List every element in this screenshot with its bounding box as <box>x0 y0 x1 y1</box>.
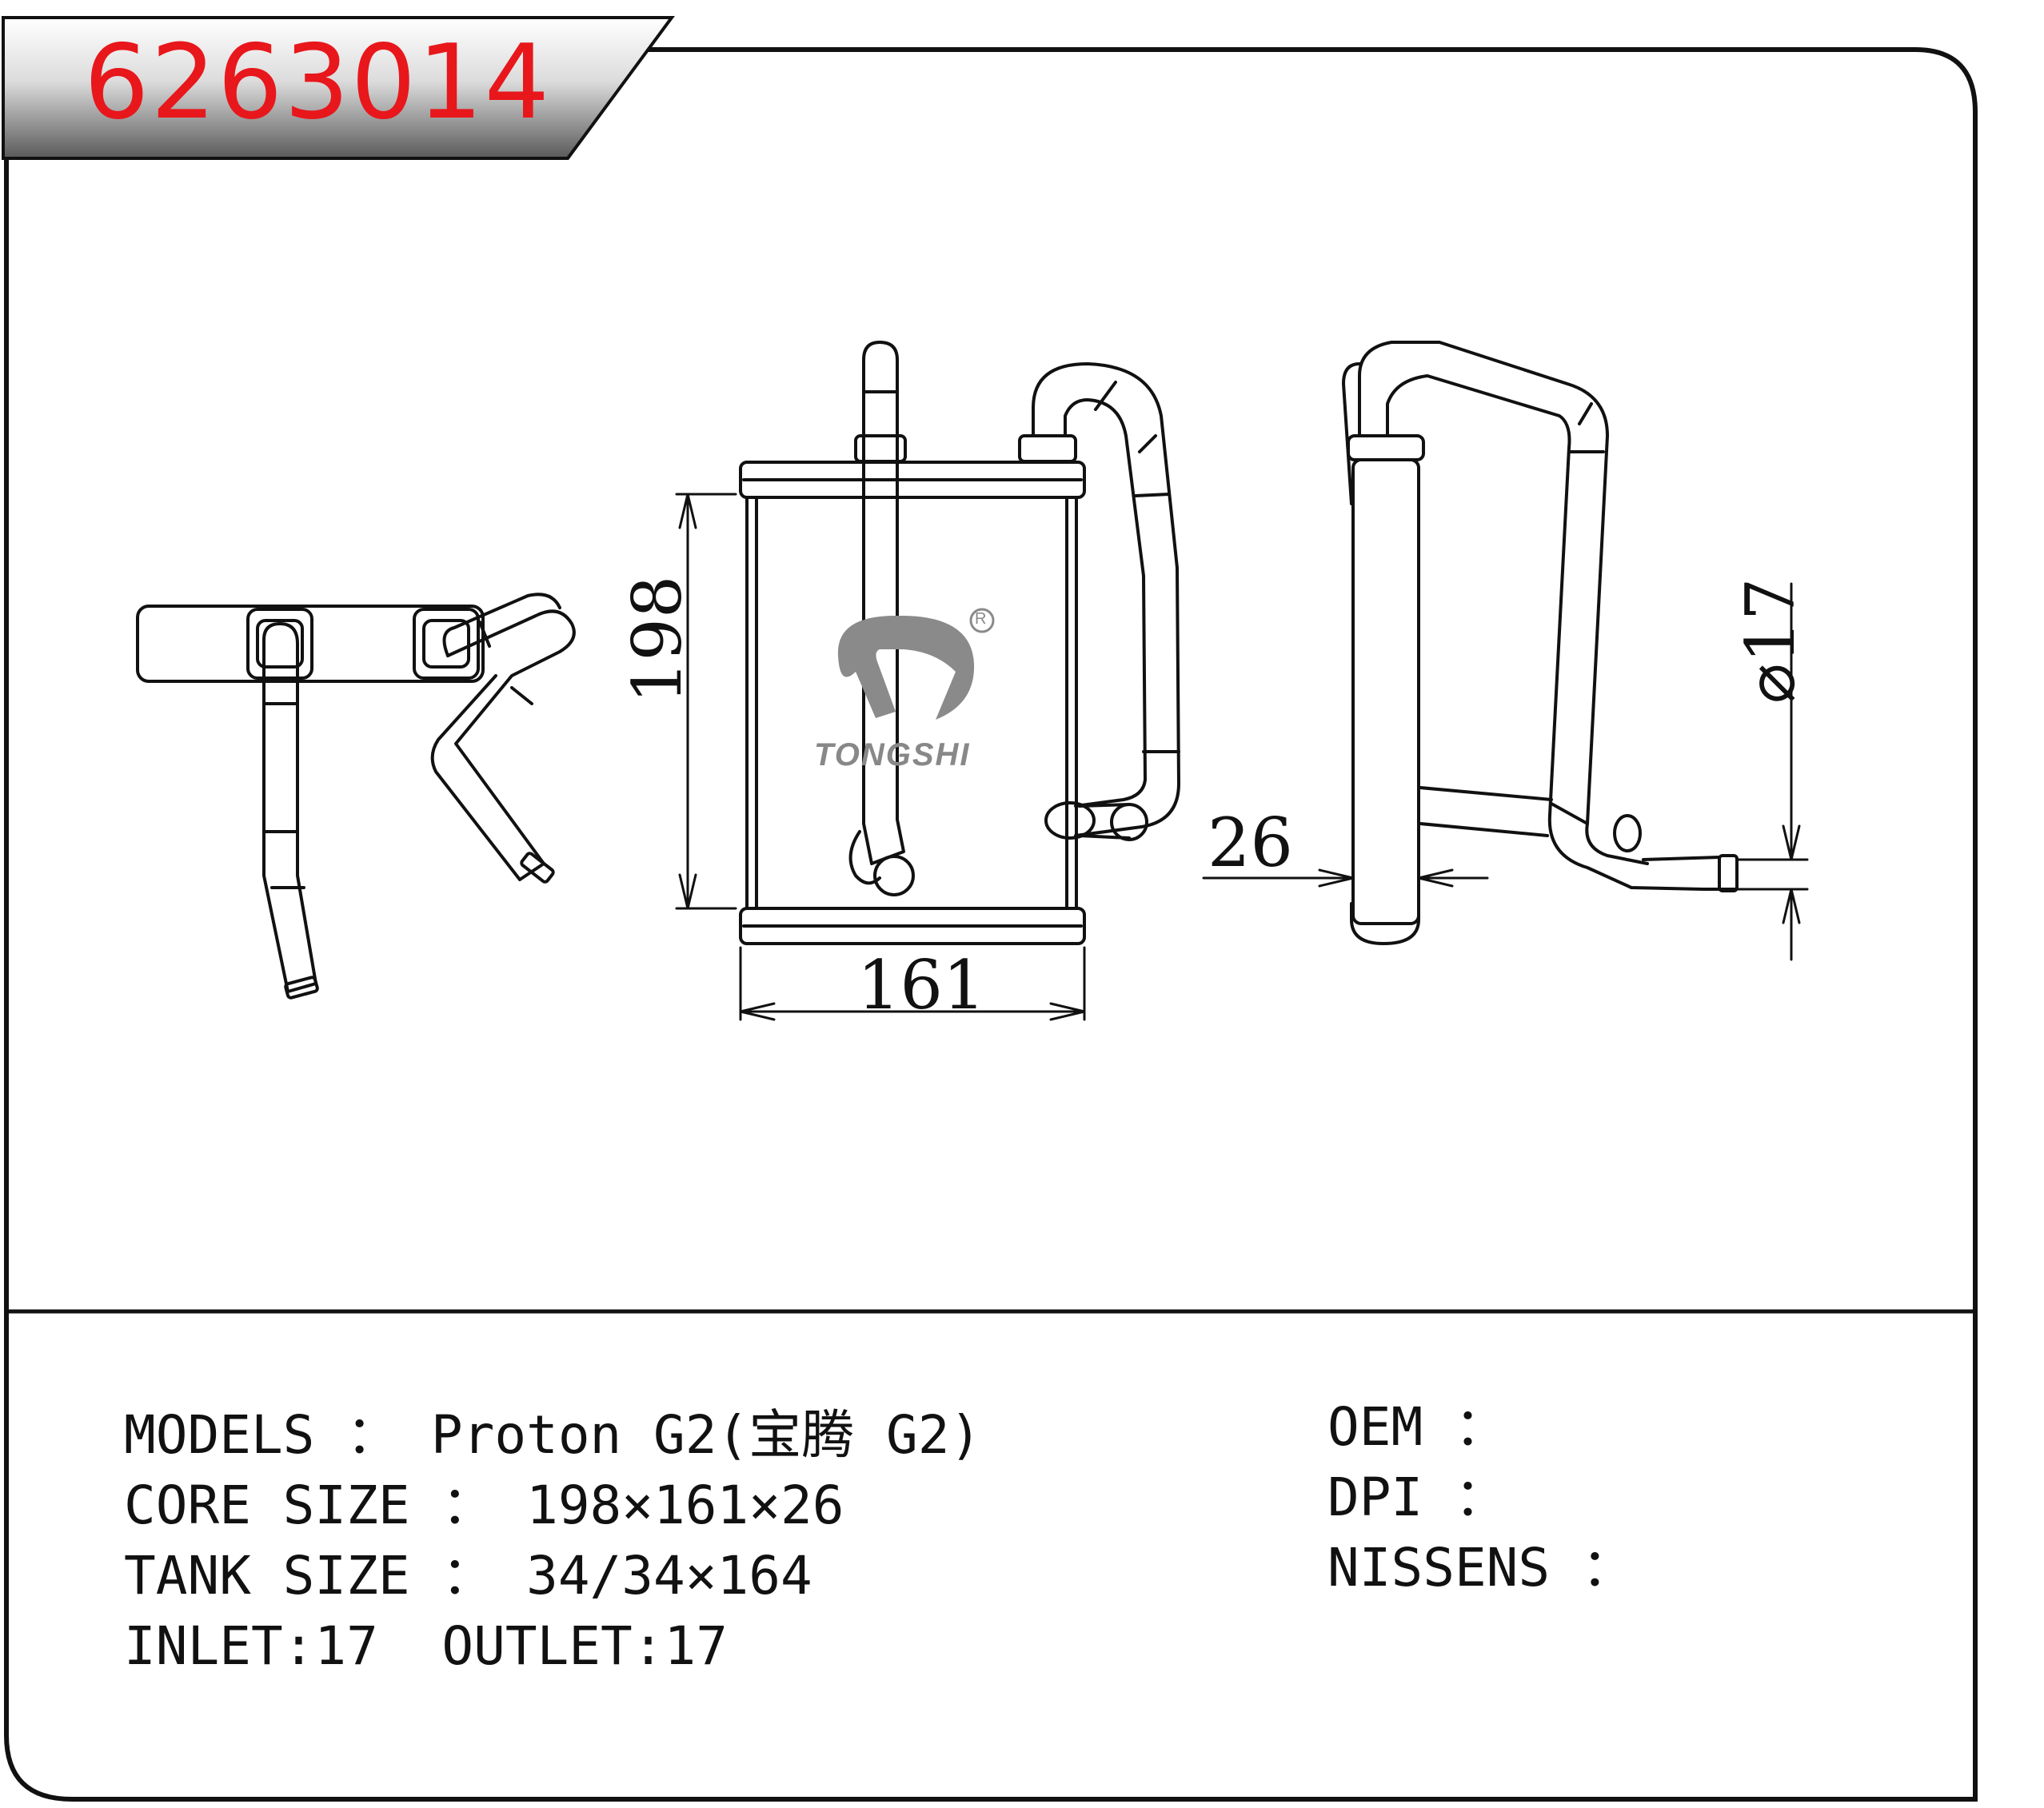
spec-models: MODELS ： Proton G2(宝腾 G2) <box>124 1404 982 1466</box>
top-view-port-right <box>413 608 480 680</box>
spec-inlet-outlet: INLET:17 OUTLET:17 <box>124 1615 728 1677</box>
dim-core-height: 198 <box>618 575 697 704</box>
logo-wordmark: TONGSHI <box>814 737 971 772</box>
logo-registered-mark: R <box>975 610 987 628</box>
tongshi-logo <box>837 608 995 720</box>
side-core <box>1351 458 1420 925</box>
spec-dpi: DPI ： <box>1327 1467 1507 1528</box>
part-number: 6263014 <box>84 23 552 142</box>
dimension-lines <box>675 493 1809 1021</box>
side-view <box>1342 341 1739 945</box>
front-top-tank <box>739 461 1086 499</box>
front-bottom-tank <box>739 907 1086 945</box>
top-view <box>136 593 576 1000</box>
top-view-port-left <box>246 608 313 680</box>
outer-border <box>4 47 1978 1802</box>
title-banner <box>2 16 675 160</box>
dim-pipe-diameter: ⌀17 <box>1731 577 1810 704</box>
dim-core-depth: 26 <box>1208 804 1293 882</box>
spec-tank-size: TANK SIZE ： 34/34×164 <box>124 1545 812 1606</box>
top-view-tank <box>136 605 485 683</box>
spec-nissens: NISSENS ： <box>1327 1537 1635 1598</box>
spec-oem: OEM ： <box>1327 1396 1507 1458</box>
spec-core-size: CORE SIZE ： 198×161×26 <box>124 1475 844 1536</box>
front-view <box>739 341 1180 945</box>
dim-core-width: 161 <box>857 946 986 1024</box>
